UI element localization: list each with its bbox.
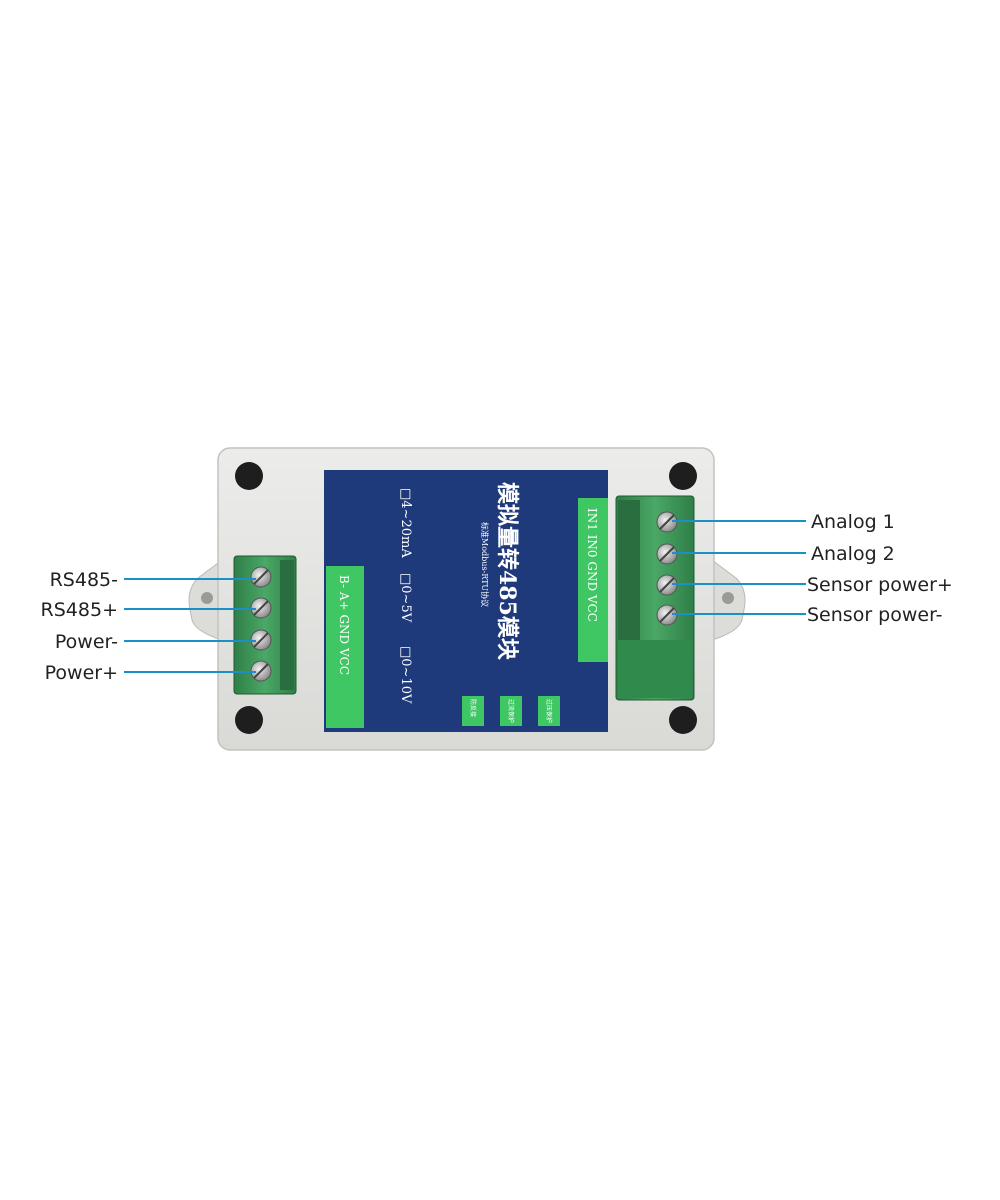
module-subtitle: 标准Modbus-RTU协议	[480, 522, 490, 607]
case-hole-bottom-right	[669, 706, 697, 734]
badge-overcurrent: 过流保护	[507, 699, 515, 723]
badge-overvoltage: 过压保护	[545, 699, 553, 723]
right-screws	[656, 511, 678, 626]
label-sensor-power-plus: Sensor power+	[807, 574, 953, 596]
label-power-plus: Power+	[45, 662, 118, 684]
badge-reverse: 防反接	[469, 699, 477, 717]
label-analog-1: Analog 1	[811, 511, 895, 533]
left-leaders	[124, 578, 256, 673]
right-terminal-ribs	[618, 500, 640, 660]
right-strip-text: IN1 IN0 GND VCC	[585, 508, 599, 622]
range-0-5v: □0~5V	[398, 573, 413, 623]
mounting-tab-left	[188, 559, 223, 641]
case-hole-bottom-left	[235, 706, 263, 734]
label-rs485-plus: RS485+	[41, 599, 118, 621]
badge-box-3	[462, 696, 484, 726]
mounting-tab-right	[711, 559, 746, 641]
case-hole-top-right	[669, 462, 697, 490]
module-title: 模拟量转485模块	[494, 482, 520, 661]
right-label-strip	[578, 498, 608, 662]
label-rs485-minus: RS485-	[50, 569, 118, 591]
label-power-minus: Power-	[55, 631, 118, 653]
module-board	[324, 470, 608, 732]
label-sensor-power-minus: Sensor power-	[807, 604, 943, 626]
right-leaders	[672, 520, 806, 615]
case-hole-top-left	[235, 462, 263, 490]
label-analog-2: Analog 2	[811, 543, 895, 565]
range-0-10v: □0~10V	[398, 646, 413, 704]
range-4-20ma: □4~20mA	[398, 488, 413, 558]
badge-box-2	[500, 696, 522, 726]
left-terminal-ribs	[280, 560, 294, 690]
badge-box-1	[538, 696, 560, 726]
left-label-strip	[326, 566, 364, 728]
left-strip-text: B- A+ GND VCC	[337, 575, 351, 675]
right-pcb-area	[618, 640, 692, 698]
